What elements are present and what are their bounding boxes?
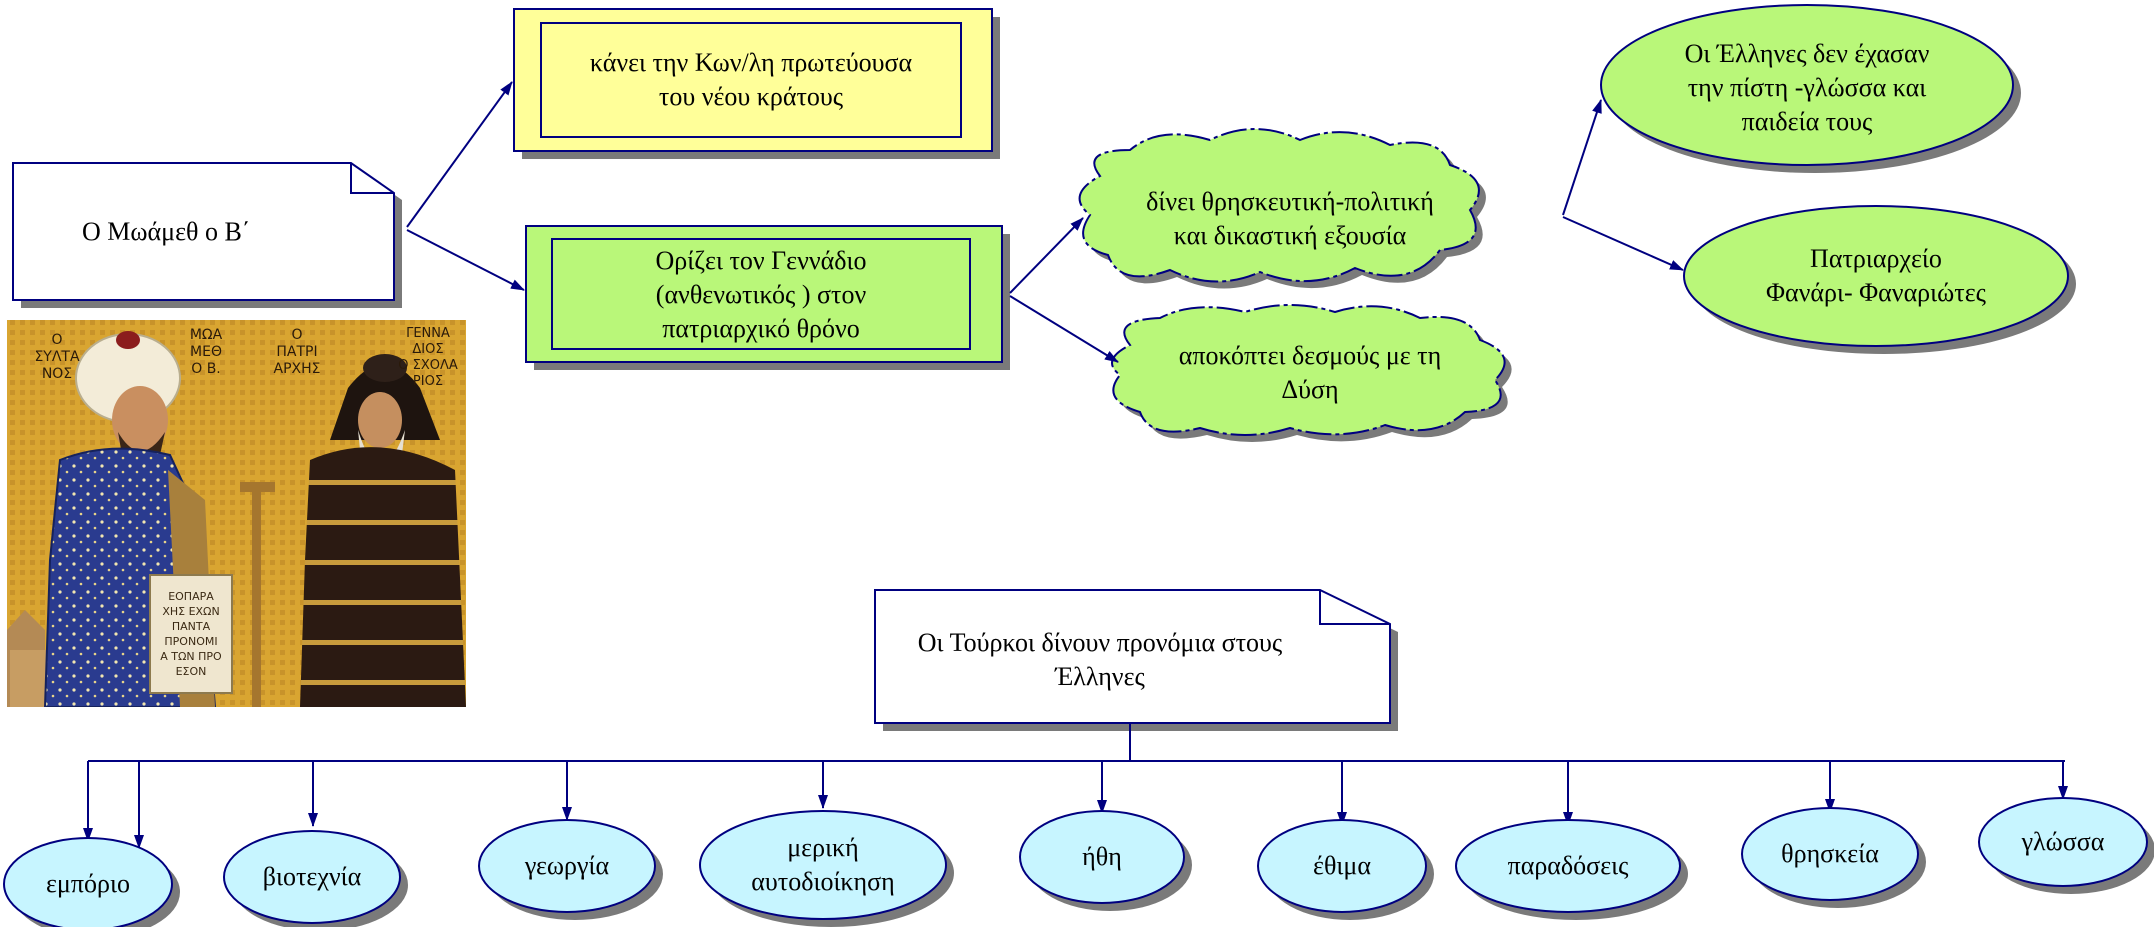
power-label: δίνει θρησκευτική-πολιτική και δικαστική…	[1146, 187, 1434, 250]
mosaic-inscription-sultan: Ο ΣΥΛΤΑ ΝΟΣ	[34, 331, 80, 382]
privilege-ellipses	[3, 797, 2154, 927]
privilege-language: γλώσσα	[2021, 827, 2105, 856]
patriarchate-label: Πατριαρχείο Φανάρι- Φαναριώτες	[1766, 244, 1986, 307]
privilege-morals: ήθη	[1082, 842, 1122, 871]
mehmet-label: Ο Μωάμεθ ο Β΄	[82, 217, 251, 246]
power-cloud	[1078, 128, 1486, 289]
gennadios-box	[525, 225, 1010, 370]
mosaic-inscription-patriarch: Ο ΠΑΤΡΙ ΑΡΧΗΣ	[273, 326, 321, 377]
mehmet-note	[12, 162, 402, 308]
capital-label: κάνει την Κων/λη πρωτεύουσα του νέου κρά…	[589, 48, 913, 111]
privilege-ellipse-customs	[1257, 819, 1427, 913]
mosaic-illustration	[7, 320, 466, 707]
kept-faith-label: Οι Έλληνες δεν έχασαν την πίστη -γλώσσα …	[1684, 39, 1930, 136]
mosaic-scroll-text: ΕΟΠΑΡΑ ΧΗΣ ΕΧΩΝ ΠΑΝΤΑ ΠΡΟΝΟΜΙ Α ΤΩΝ ΠΡΟ …	[160, 590, 222, 678]
privileges-tree	[83, 723, 2068, 849]
privilege-ellipse-trade	[3, 837, 173, 927]
privilege-religion: θρησκεία	[1781, 839, 1879, 868]
mosaic-inscription-gennadios: ΓΕΝΝΑ ΔΙΟΣ Ο ΣΧΟΛΑ ΡΙΟΣ	[398, 326, 458, 389]
kept-faith-ellipse	[1600, 4, 2021, 173]
privilege-ellipse-religion	[1741, 807, 1919, 901]
privilege-ellipse-self-government	[699, 810, 947, 920]
cut-west-label: αποκόπτει δεσμούς με τη Δύση	[1178, 341, 1442, 404]
capital-box	[513, 8, 1000, 159]
top-connectors	[406, 81, 1684, 363]
privileges-note	[874, 589, 1398, 731]
patriarchate-ellipse	[1683, 205, 2076, 354]
privilege-ellipse-crafts	[223, 830, 401, 924]
privilege-ellipse-morals	[1019, 810, 1185, 904]
privilege-crafts: βιοτεχνία	[262, 862, 362, 891]
privilege-agriculture: γεωργία	[524, 851, 610, 880]
privilege-customs: έθιμα	[1313, 851, 1371, 880]
privilege-self-government: μερική αυτοδιοίκηση	[751, 833, 895, 896]
gennadios-label: Ορίζει τον Γεννάδιο (ανθενωτικός ) στον …	[655, 246, 867, 343]
mosaic-inscription-mehmet: ΜΩΑ ΜΕΘ Ο Β.	[189, 326, 223, 377]
cut-west-cloud	[1111, 304, 1512, 442]
privilege-ellipse-language	[1978, 797, 2148, 887]
privilege-ellipse-agriculture	[478, 819, 656, 913]
privilege-traditions: παραδόσεις	[1507, 851, 1629, 880]
privileges-label: Οι Τούρκοι δίνουν προνόμια στους Έλληνες	[917, 628, 1283, 691]
privilege-trade: εμπόριο	[46, 869, 130, 898]
privilege-ellipse-traditions	[1455, 819, 1681, 913]
